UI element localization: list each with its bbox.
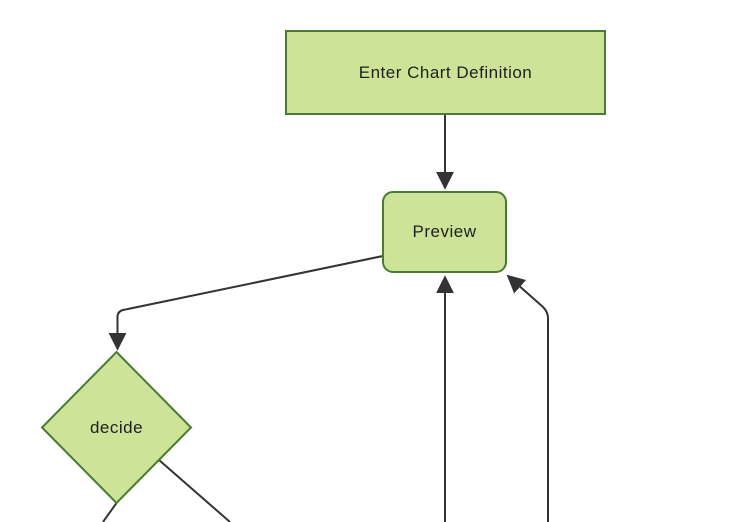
node-enter-chart-definition <box>285 30 606 115</box>
node-decide <box>40 350 193 505</box>
edge-preview-to-decide <box>108 255 384 351</box>
node-preview <box>382 191 507 273</box>
edge-decide-to-offscreen-bottom-left <box>102 502 118 522</box>
edge-offscreen-to-preview-right <box>506 274 549 522</box>
edge-decide-to-offscreen-bottom-right <box>158 459 231 522</box>
